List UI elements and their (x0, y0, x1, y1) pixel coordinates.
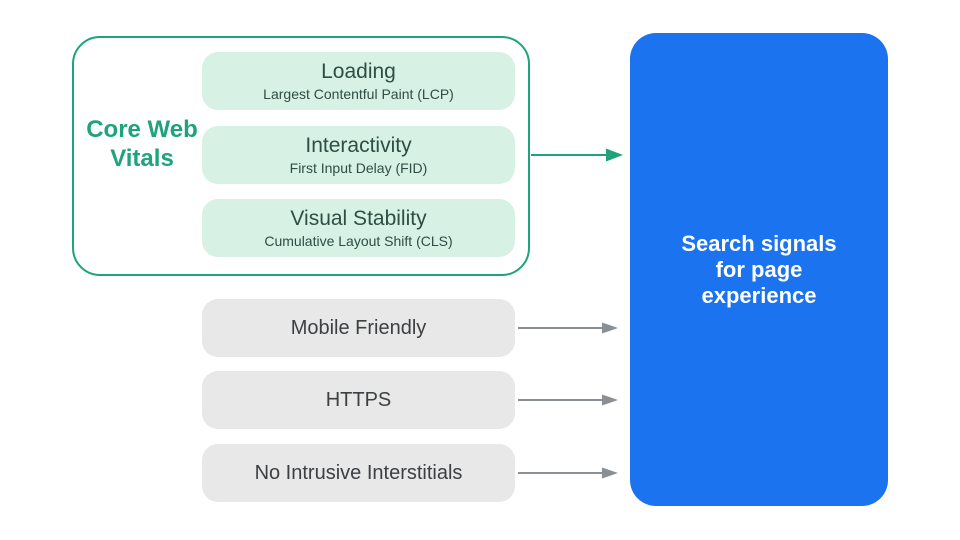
pill-visual-stability: Visual Stability Cumulative Layout Shift… (202, 199, 515, 257)
search-signals-line-1: Search signals (681, 230, 837, 256)
pill-visual-stability-subtitle: Cumulative Layout Shift (CLS) (264, 233, 453, 249)
arrow-no-intrusive-interstitials-head (602, 467, 618, 479)
arrow-core-web-vitals-head (606, 148, 623, 162)
pill-mobile-friendly: Mobile Friendly (202, 299, 515, 357)
pill-visual-stability-title: Visual Stability (290, 207, 427, 230)
core-web-vitals-label: Core Web Vitals (86, 116, 198, 172)
pill-loading-title: Loading (321, 60, 396, 83)
pill-loading-subtitle: Largest Contentful Paint (LCP) (263, 86, 454, 102)
pill-no-intrusive-interstitials: No Intrusive Interstitials (202, 444, 515, 502)
search-signals-box: Search signals for page experience (630, 33, 888, 506)
arrow-mobile-friendly (518, 322, 618, 334)
pill-loading: Loading Largest Contentful Paint (LCP) (202, 52, 515, 110)
search-signals-line-2: for page (715, 256, 803, 282)
pill-no-intrusive-interstitials-label: No Intrusive Interstitials (254, 462, 463, 484)
arrow-https-head (602, 394, 618, 406)
core-web-vitals-container: Core Web Vitals Loading Largest Contentf… (72, 36, 530, 276)
pill-https: HTTPS (202, 371, 515, 429)
arrow-https (518, 394, 618, 406)
pill-interactivity: Interactivity First Input Delay (FID) (202, 126, 515, 184)
arrow-no-intrusive-interstitials (518, 467, 618, 479)
pill-interactivity-subtitle: First Input Delay (FID) (289, 160, 428, 176)
pill-interactivity-title: Interactivity (305, 134, 412, 157)
search-signals-line-3: experience (701, 282, 817, 308)
pill-mobile-friendly-label: Mobile Friendly (290, 317, 427, 339)
pill-https-label: HTTPS (325, 389, 392, 411)
arrow-mobile-friendly-head (602, 322, 618, 334)
arrow-core-web-vitals (531, 148, 623, 162)
